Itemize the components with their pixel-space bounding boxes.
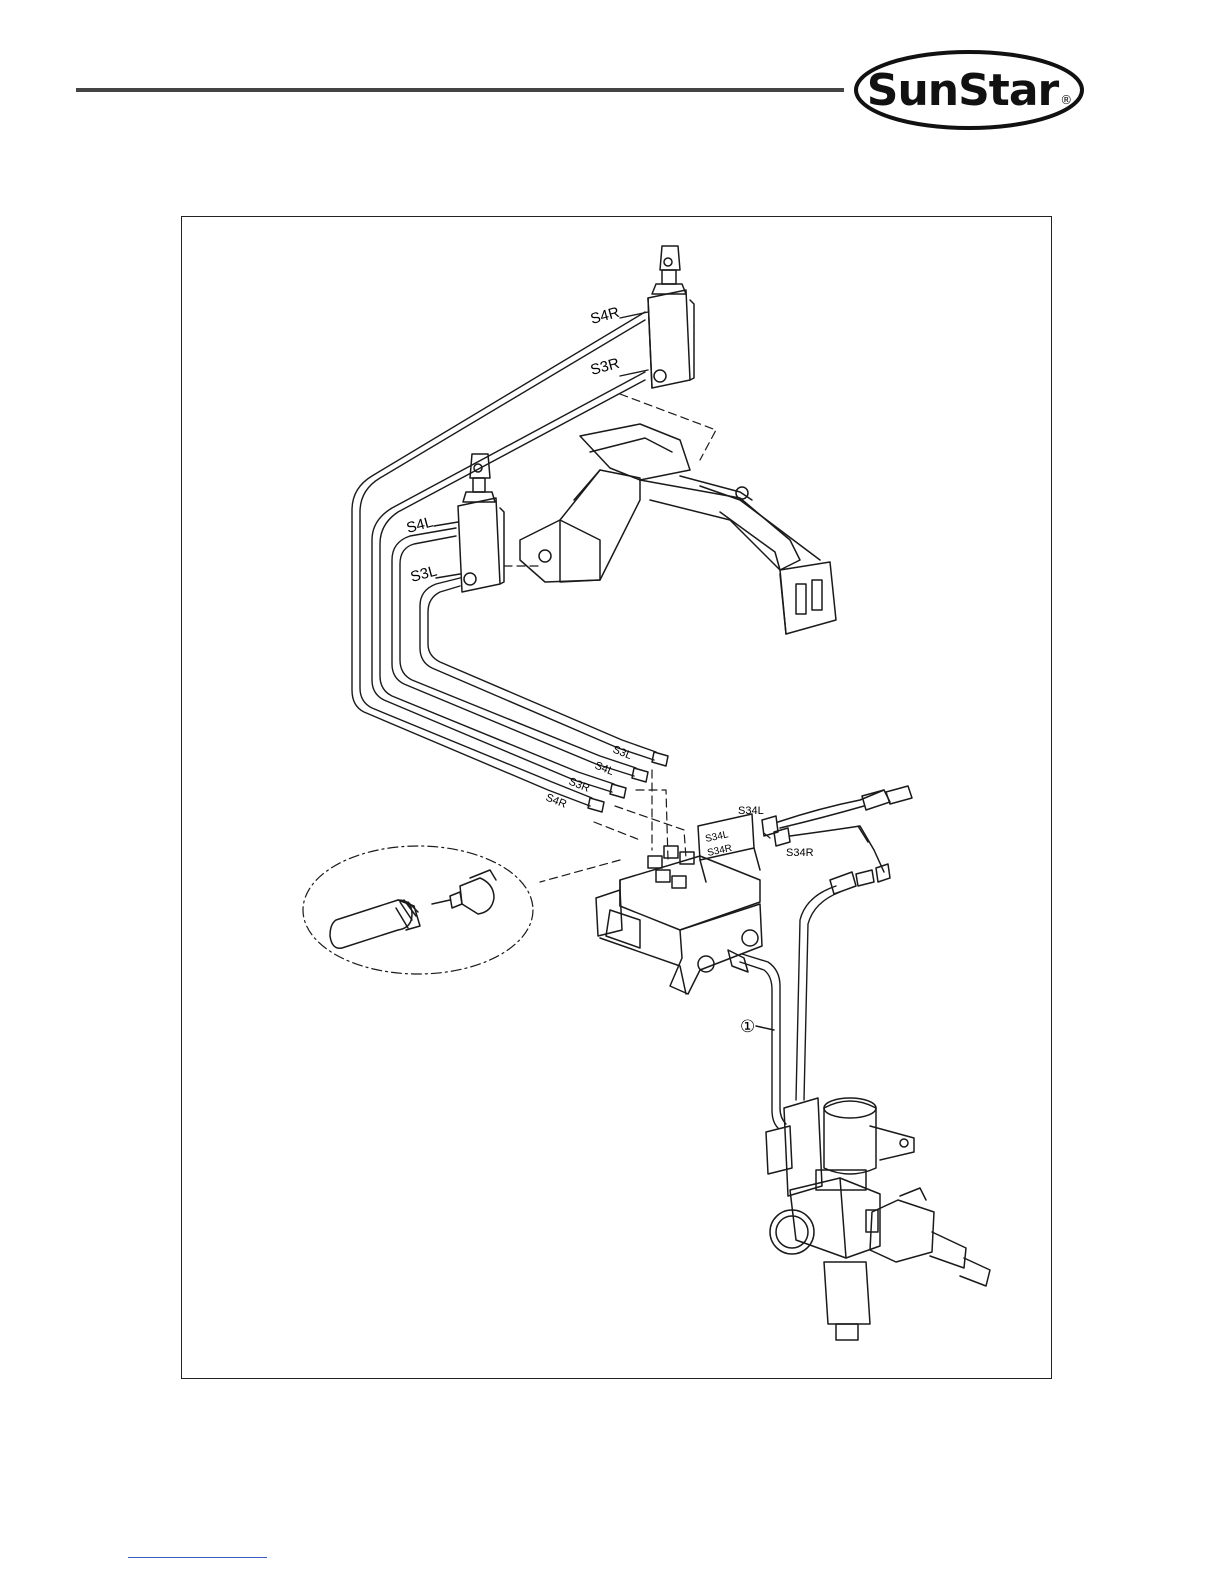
cylinder-right bbox=[648, 246, 694, 388]
label-s3r-top: S3R bbox=[589, 355, 622, 379]
label-s3l-tube: S3L bbox=[611, 744, 634, 762]
diagram-labels: S4R S3R S4L S3L S3L S4L S3R S4R S34L S34… bbox=[405, 304, 814, 1037]
label-s4l-left: S4L bbox=[405, 514, 435, 537]
label-s34l-connector: S34L bbox=[738, 805, 764, 817]
label-s4l-tube: S4L bbox=[593, 760, 616, 778]
air-tubes bbox=[352, 312, 840, 1128]
clamp-arm-bracket bbox=[520, 424, 836, 634]
cylinder-left bbox=[458, 454, 504, 592]
wiring-harness bbox=[762, 786, 912, 894]
callout-1: ① bbox=[740, 1017, 755, 1037]
leader-lines bbox=[504, 394, 770, 882]
label-s3l-left: S3L bbox=[409, 563, 439, 586]
fitting-detail-inset bbox=[303, 846, 533, 974]
label-s34r-connector: S34R bbox=[786, 847, 814, 859]
filter-regulator bbox=[766, 1098, 990, 1340]
label-s3r-tube: S3R bbox=[567, 776, 591, 795]
footer-link-underline bbox=[128, 1557, 267, 1558]
label-s4r-tube: S4R bbox=[544, 792, 568, 811]
solenoid-valve-block bbox=[596, 814, 762, 994]
label-s4r-top: S4R bbox=[589, 304, 622, 328]
label-s34r-block: S34R bbox=[706, 843, 733, 859]
label-s34l-block: S34L bbox=[704, 829, 730, 845]
